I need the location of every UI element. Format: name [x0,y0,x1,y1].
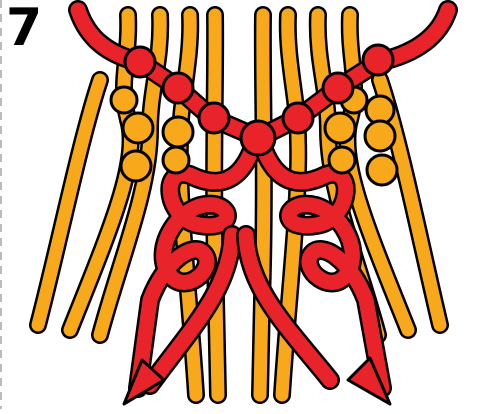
orange-knot [367,155,397,185]
red-knot [199,103,229,133]
orange-cord-right-4 [260,15,264,395]
red-knot [283,103,313,133]
orange-knot [325,113,355,143]
red-knot [323,73,353,103]
orange-knot [111,87,137,113]
red-knot [163,73,193,103]
orange-knot [163,147,189,173]
left-edge-dashed-border [0,0,4,409]
red-knot [241,121,275,155]
orange-knot [163,117,193,147]
orange-knot [123,113,153,143]
orange-knot [121,151,151,181]
red-knot [125,47,155,77]
orange-knot [365,121,395,151]
orange-knot [329,147,355,173]
red-knot [363,45,393,75]
step-number: 7 [6,0,42,58]
